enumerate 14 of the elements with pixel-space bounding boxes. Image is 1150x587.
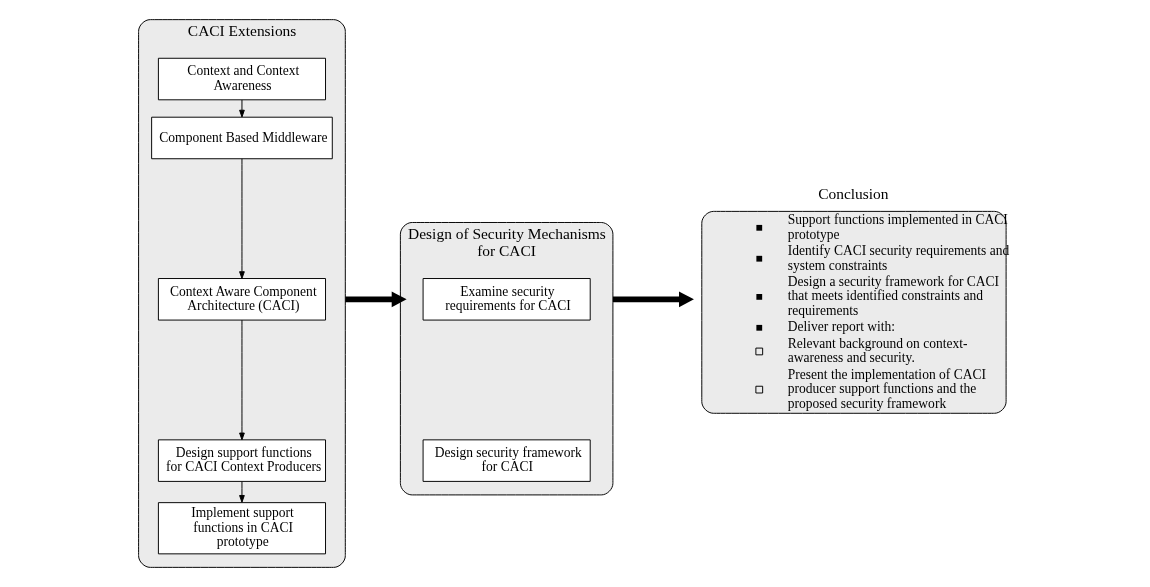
node-box: Context and Context Awareness [157, 57, 326, 101]
arrow [239, 481, 245, 503]
node-box: Design security framework for CACI [422, 439, 591, 482]
arrow [239, 99, 245, 118]
arrow [612, 291, 694, 308]
node-box: Component Based Middleware [151, 116, 333, 160]
node-label: Conclusion [818, 184, 889, 202]
node-box: Context Aware Component Architecture (CACI) [157, 278, 326, 321]
arrow [345, 291, 407, 308]
arrow [239, 319, 245, 441]
node-box: Implement support functions in CACI prototype [157, 502, 326, 555]
arrow [239, 158, 245, 279]
node-box: Examine security requirements for CACI [422, 278, 591, 321]
node-box: Design support functions for CACI Context Producers [157, 439, 326, 482]
